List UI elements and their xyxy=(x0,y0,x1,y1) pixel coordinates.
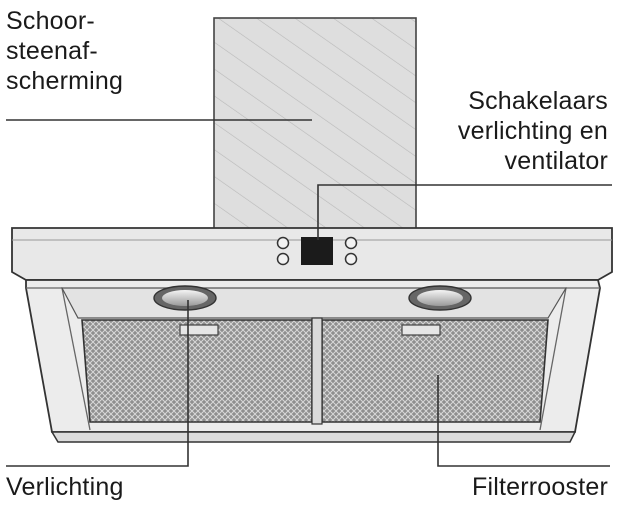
control-display xyxy=(301,237,333,265)
filter-handle[interactable] xyxy=(401,324,441,336)
hood-bottom-rim xyxy=(50,431,577,443)
label-line: verlichting en xyxy=(457,117,608,145)
label-line: ventilator xyxy=(504,147,608,175)
chimney-cover-label: Schoor- steenaf- scherming xyxy=(6,6,123,96)
label-line: scherming xyxy=(6,67,124,95)
control-panel xyxy=(276,236,358,266)
lighting-label: Verlichting xyxy=(6,473,124,501)
label-line: steenaf- xyxy=(6,37,98,65)
control-button[interactable] xyxy=(276,252,290,266)
label-line: Schakelaars xyxy=(468,87,608,115)
lamp-left xyxy=(153,285,217,311)
control-button[interactable] xyxy=(344,236,358,250)
filter-label: Filterrooster xyxy=(472,473,608,501)
leader-line-lighting xyxy=(6,300,189,467)
control-button[interactable] xyxy=(344,252,358,266)
leader-line-filter xyxy=(437,375,610,467)
chimney-cover xyxy=(213,17,417,231)
filter-divider xyxy=(311,317,323,425)
switches-label: Schakelaars verlichting en ventilator xyxy=(458,86,608,176)
lamp-right xyxy=(408,285,472,311)
filter-handle[interactable] xyxy=(179,324,219,336)
filter-left xyxy=(81,319,313,423)
leader-line-switches xyxy=(317,184,612,240)
label-line: Schoor- xyxy=(6,7,95,35)
control-button[interactable] xyxy=(276,236,290,250)
filter-right xyxy=(321,319,549,423)
